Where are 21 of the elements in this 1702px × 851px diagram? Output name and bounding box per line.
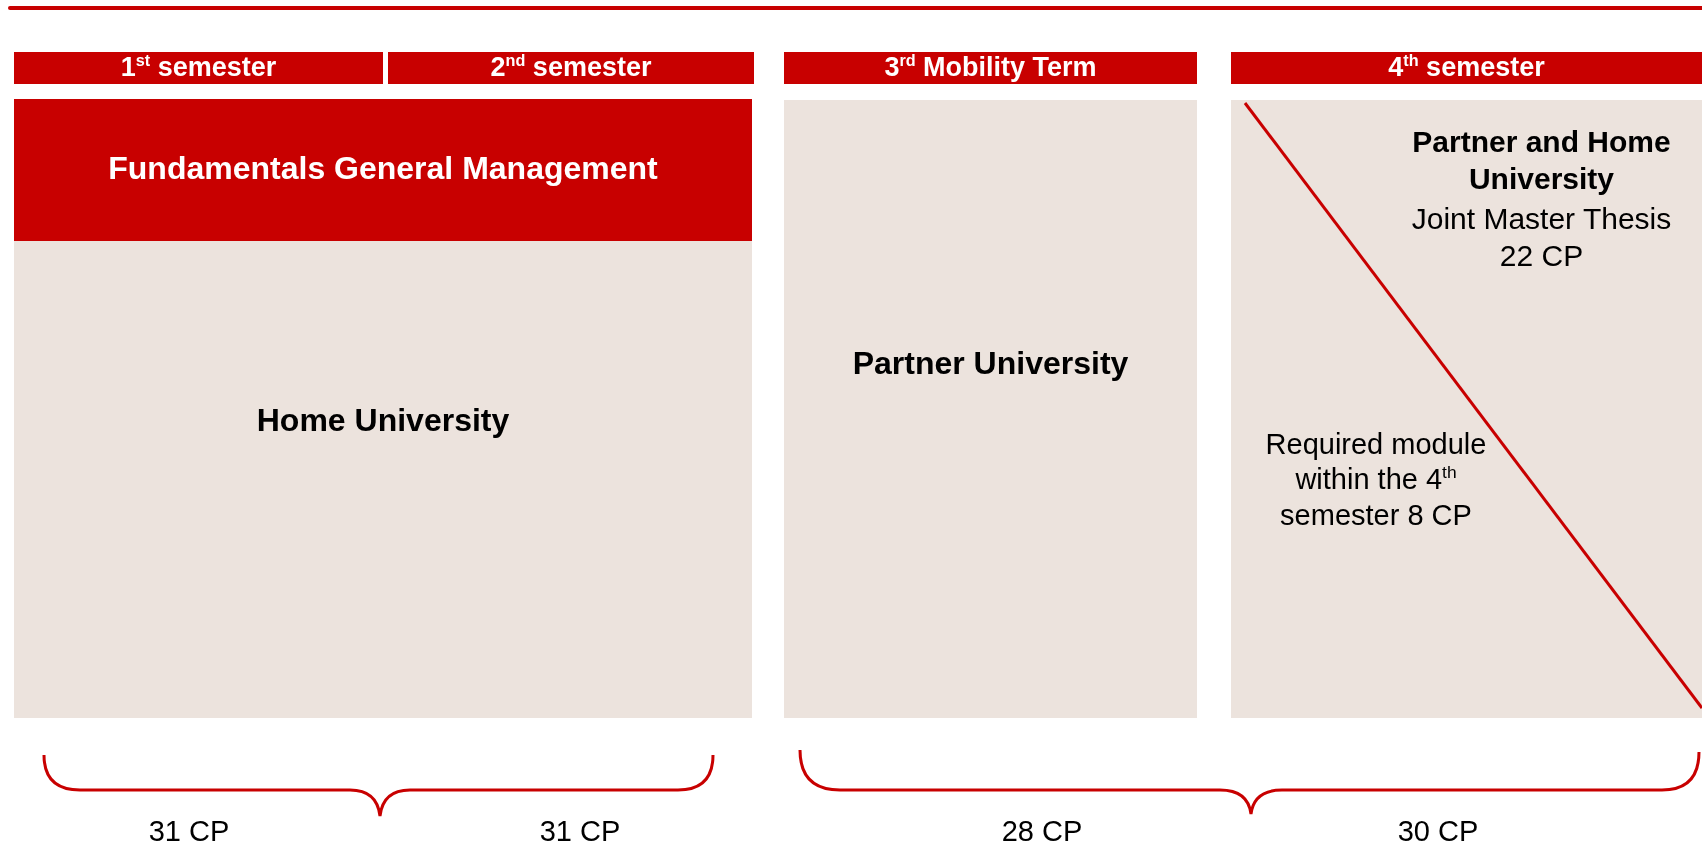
- semester-header: [1231, 52, 1702, 84]
- credit-points-label: 31 CP: [147, 815, 231, 848]
- header-text: 3$^{rd}$ Mobility Term: [883, 51, 1098, 84]
- header-text: 1$^{st}$ semester: [119, 51, 278, 84]
- panel-text: Fundamentals General Management: [107, 149, 659, 188]
- header-text: 4$^{th}$ semester: [1387, 51, 1546, 84]
- header-text: 2$^{nd}$ semester: [489, 51, 653, 84]
- panel-text: Joint Master Thesis 22 CP: [1410, 201, 1673, 274]
- panel-text: Required module within the 4$^{th}$ semester 8 CP: [1264, 427, 1488, 533]
- semester-header: [388, 52, 754, 84]
- semester-header: [784, 52, 1197, 84]
- module-band: [14, 99, 752, 241]
- panel-text: Partner and Home University: [1411, 124, 1672, 197]
- semester-header: [14, 52, 383, 84]
- credit-points-label: 30 CP: [1396, 815, 1480, 848]
- study-panel: [14, 99, 752, 718]
- panel-text: Home University: [255, 401, 511, 440]
- study-panel: [784, 100, 1197, 718]
- credit-points-label: 31 CP: [538, 815, 622, 848]
- credit-points-label: 28 CP: [1000, 815, 1084, 848]
- panel-text: Partner University: [851, 344, 1130, 383]
